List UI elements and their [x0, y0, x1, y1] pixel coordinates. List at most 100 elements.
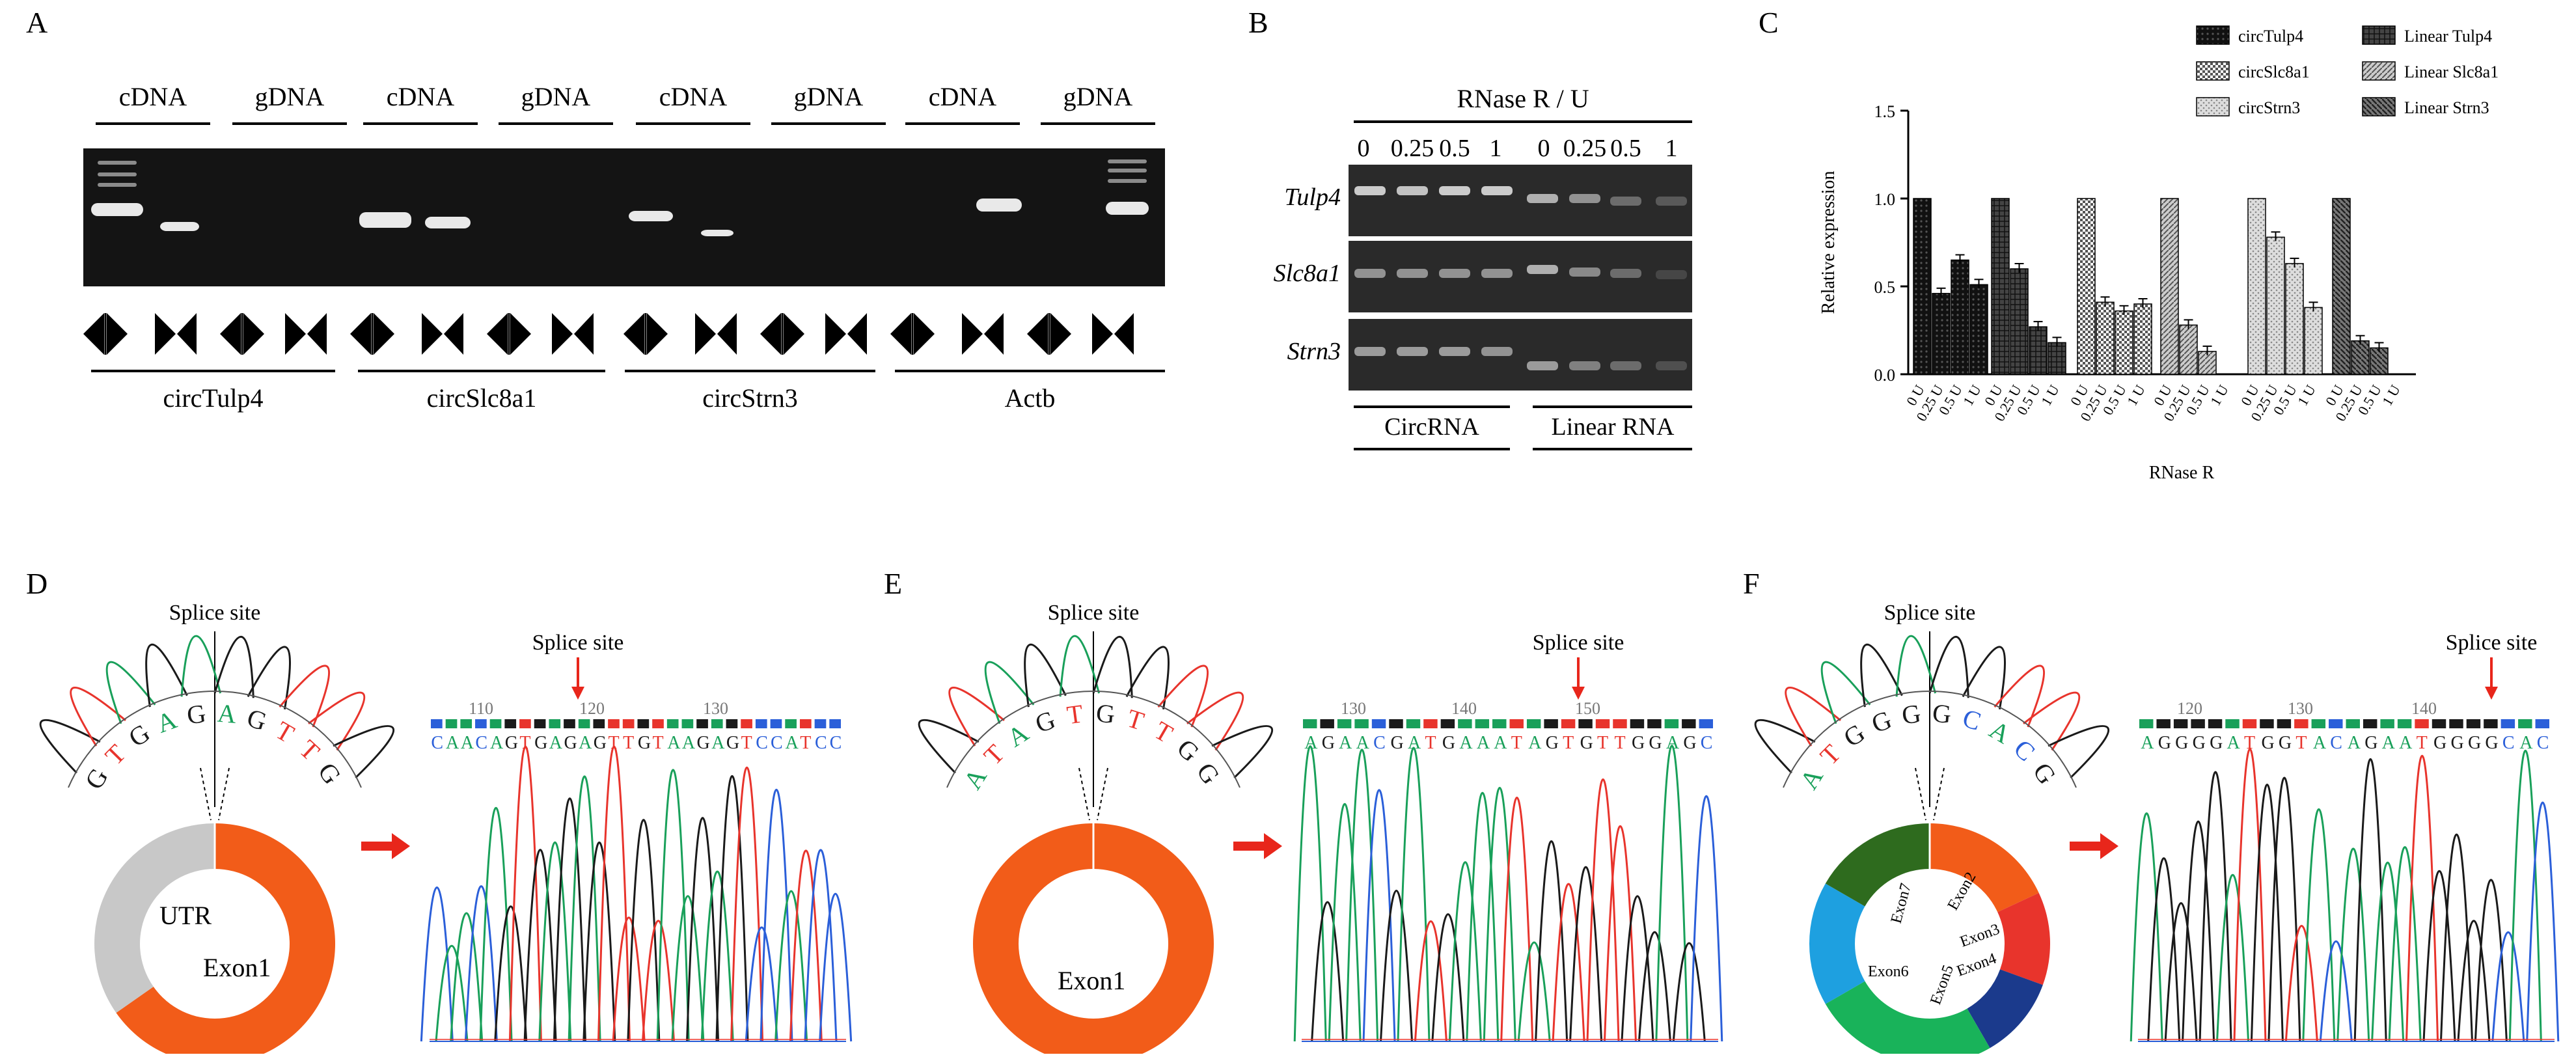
position-tick: 120: [579, 699, 605, 718]
base-call-box: [1595, 719, 1610, 728]
base-call-box: [608, 719, 620, 728]
base-call-box: [2397, 719, 2412, 728]
splice-site-label: Splice site: [1533, 631, 1624, 655]
base-call-box: [1303, 719, 1317, 728]
gel-band: [1527, 265, 1558, 274]
red-arrow-icon: [361, 842, 394, 851]
peak: [479, 806, 513, 1042]
peak: [464, 885, 498, 1042]
primer-arrows-icon: [350, 313, 463, 355]
peak: [1397, 747, 1431, 1042]
gel-row: [1349, 165, 1692, 236]
peak: [789, 849, 823, 1042]
base-call-box: [564, 719, 575, 728]
base-call-box: [2535, 719, 2549, 728]
lane-header-2: cDNA: [387, 82, 455, 111]
ring-label: Exon4: [1954, 950, 1999, 980]
peak: [1655, 745, 1689, 1042]
gel-band: [1527, 194, 1558, 203]
splice-site-label: Splice site: [532, 631, 624, 655]
gel-band: [1527, 361, 1558, 370]
ladder-band: [1108, 159, 1147, 163]
ring-label: Exon6: [1868, 963, 1909, 980]
peak: [508, 745, 542, 1042]
base-call-box: [1682, 719, 1696, 728]
lane-header-1: gDNA: [255, 82, 325, 111]
base-call-box: [2208, 719, 2223, 728]
lane-header-7: gDNA: [1063, 82, 1133, 111]
base-call-box: [1406, 719, 1421, 728]
base-call-box: [622, 719, 635, 728]
gel-band: [91, 203, 143, 216]
ring-base: A: [153, 705, 181, 739]
ring-label: Exon3: [1958, 921, 2002, 951]
bar: [2115, 310, 2133, 375]
peak: [2526, 801, 2560, 1042]
base-call-box: [2466, 719, 2481, 728]
group-label-1: circSlc8a1: [427, 383, 537, 413]
gel-band: [976, 199, 1022, 212]
lane-value: 0.25: [1391, 135, 1434, 162]
base-call-box: [726, 719, 738, 728]
base-call-box: [2329, 719, 2343, 728]
peak: [1345, 748, 1379, 1042]
panel-f-letter: F: [1743, 567, 1760, 600]
peak: [686, 817, 720, 1042]
peak: [715, 775, 749, 1042]
primer-arrows-icon: [83, 313, 197, 355]
base-call-box: [2432, 719, 2446, 728]
legend-label: Linear Strn3: [2404, 98, 2489, 117]
gel-band: [1481, 347, 1513, 356]
base-call-box: [741, 719, 752, 728]
lane-value: 0: [1358, 135, 1370, 162]
peak-arc: [1024, 643, 1067, 707]
bar: [1932, 293, 1951, 375]
ring-base: G: [312, 758, 347, 789]
base-call-box: [770, 719, 782, 728]
peak-arc: [1962, 646, 2006, 710]
splice-site-label: Splice site: [1884, 601, 1976, 625]
peak-arc: [1059, 635, 1101, 697]
peak: [1552, 883, 1585, 1042]
base-call-box: [1630, 719, 1645, 728]
red-arrow-icon: [2070, 842, 2102, 851]
position-tick: 130: [1341, 699, 1366, 718]
peak: [760, 789, 793, 1042]
legend-label: circSlc8a1: [2238, 62, 2310, 81]
peak: [2268, 776, 2301, 1042]
base-call-box: [549, 719, 561, 728]
lane-value: 0.25: [1563, 135, 1607, 162]
base-call-box: [2363, 719, 2377, 728]
peak: [627, 819, 661, 1042]
base-call-box: [431, 719, 443, 728]
panel-e-letter: E: [884, 567, 903, 600]
base-call-box: [1647, 719, 1662, 728]
y-tick-label: 1.0: [1874, 190, 1896, 209]
lane-header-0: cDNA: [119, 82, 187, 111]
gel-band: [1656, 197, 1687, 206]
ring-base: G: [1172, 733, 1205, 767]
group-label-2: circStrn3: [702, 383, 798, 413]
peak: [700, 870, 734, 1042]
legend-label: Linear Slc8a1: [2404, 62, 2499, 81]
base-call-box: [460, 719, 473, 728]
base-call-box: [666, 719, 679, 728]
gel-band: [359, 212, 411, 228]
ring-base: G: [1095, 698, 1116, 729]
bar: [2351, 340, 2370, 375]
peak-arc: [1157, 665, 1209, 728]
peak: [2422, 870, 2456, 1042]
base-call-box: [711, 719, 723, 728]
peak: [2284, 925, 2318, 1042]
peak: [819, 893, 853, 1042]
peak: [450, 912, 484, 1042]
legend-label: Linear Tulp4: [2404, 27, 2492, 46]
peak: [2508, 750, 2542, 1042]
base-call-box: [1664, 719, 1679, 728]
panel-b-title: RNase R / U: [1457, 84, 1589, 113]
peak: [2182, 820, 2215, 1042]
peak-arc: [1186, 691, 1244, 751]
gel-band: [1610, 269, 1641, 278]
